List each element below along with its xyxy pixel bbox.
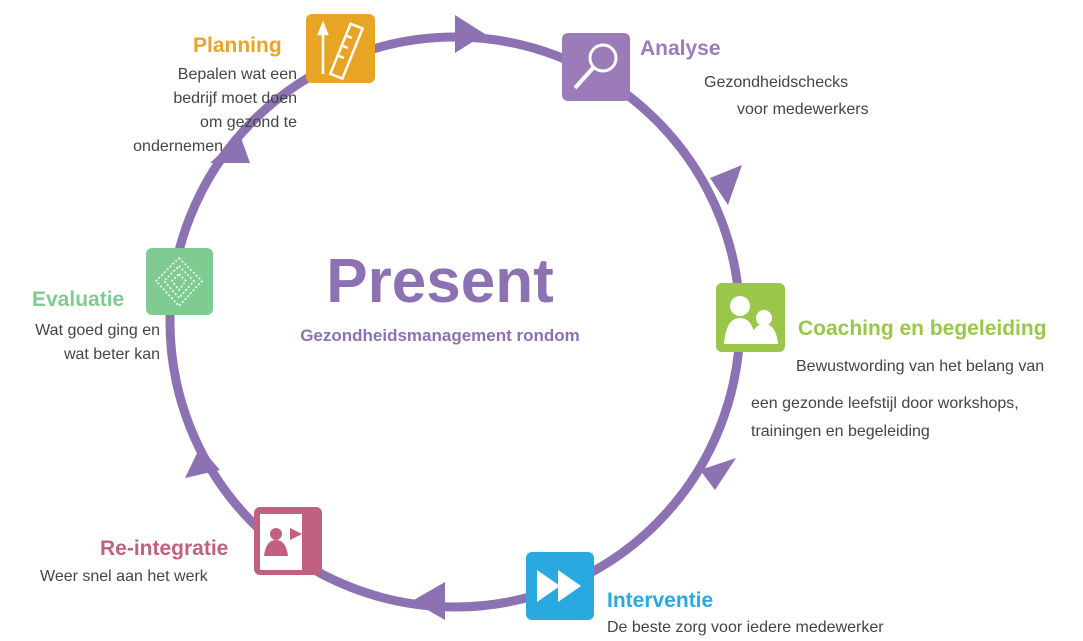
- evaluatie-desc: Wat goed ging en wat beter kan: [8, 319, 160, 367]
- evaluatie-desc-line: wat beter kan: [63, 346, 160, 363]
- analyse-desc-line: Gezondheidschecks: [704, 74, 849, 91]
- analyse-icon-tile: [562, 33, 630, 101]
- planning-desc-line: ondernemen: [133, 138, 223, 155]
- arrowheads: [185, 15, 742, 620]
- coaching-desc-line: trainingen en begeleiding: [751, 423, 930, 440]
- ruler-pencil-icon: [317, 20, 365, 81]
- interventie-title: Interventie: [607, 589, 714, 612]
- people-icon: [724, 296, 778, 344]
- arrow-lower-left: [185, 447, 220, 478]
- coaching-icon-tile: [716, 283, 785, 352]
- planning-desc-line: Bepalen wat een: [177, 66, 297, 83]
- person-door-icon: [264, 528, 302, 556]
- reintegratie-desc-line: Weer snel aan het werk: [40, 568, 208, 585]
- planning-icon-tile: [306, 14, 375, 83]
- arrow-bottom: [412, 582, 445, 620]
- interventie-icon-tile: [526, 552, 594, 620]
- evaluatie-title: Evaluatie: [32, 288, 125, 311]
- center-subtitle: Gezondheidsmanagement rondom: [300, 326, 580, 345]
- planning-desc-line: om gezond te: [200, 114, 297, 131]
- interventie-desc-line: De beste zorg voor iedere medewerker: [607, 619, 884, 636]
- coaching-desc-line: Bewustwording van het belang van: [796, 358, 1045, 375]
- pattern-diamond-icon: [154, 256, 204, 308]
- arrow-upper-left: [210, 135, 250, 163]
- arrow-top: [455, 15, 485, 53]
- planning-desc: Bepalen wat een bedrijf moet doen om gez…: [93, 63, 297, 159]
- magnifier-icon: [573, 43, 618, 90]
- arrow-upper-right: [710, 165, 742, 205]
- analyse-title: Analyse: [640, 37, 721, 60]
- reintegratie-icon-tile: [254, 507, 322, 575]
- fast-forward-icon: [537, 570, 581, 602]
- reintegratie-title: Re-integratie: [100, 537, 229, 560]
- planning-title: Planning: [193, 34, 282, 57]
- evaluatie-icon-tile: [146, 248, 213, 315]
- arrow-lower-right: [700, 458, 736, 490]
- evaluatie-desc-line: Wat goed ging en: [35, 322, 160, 339]
- center-title: Present: [326, 247, 554, 316]
- planning-desc-line: bedrijf moet doen: [173, 90, 297, 107]
- coaching-title: Coaching en begeleiding: [798, 317, 1047, 340]
- analyse-desc-line: voor medewerkers: [737, 101, 869, 118]
- coaching-desc-line: een gezonde leefstijl door workshops,: [751, 395, 1019, 412]
